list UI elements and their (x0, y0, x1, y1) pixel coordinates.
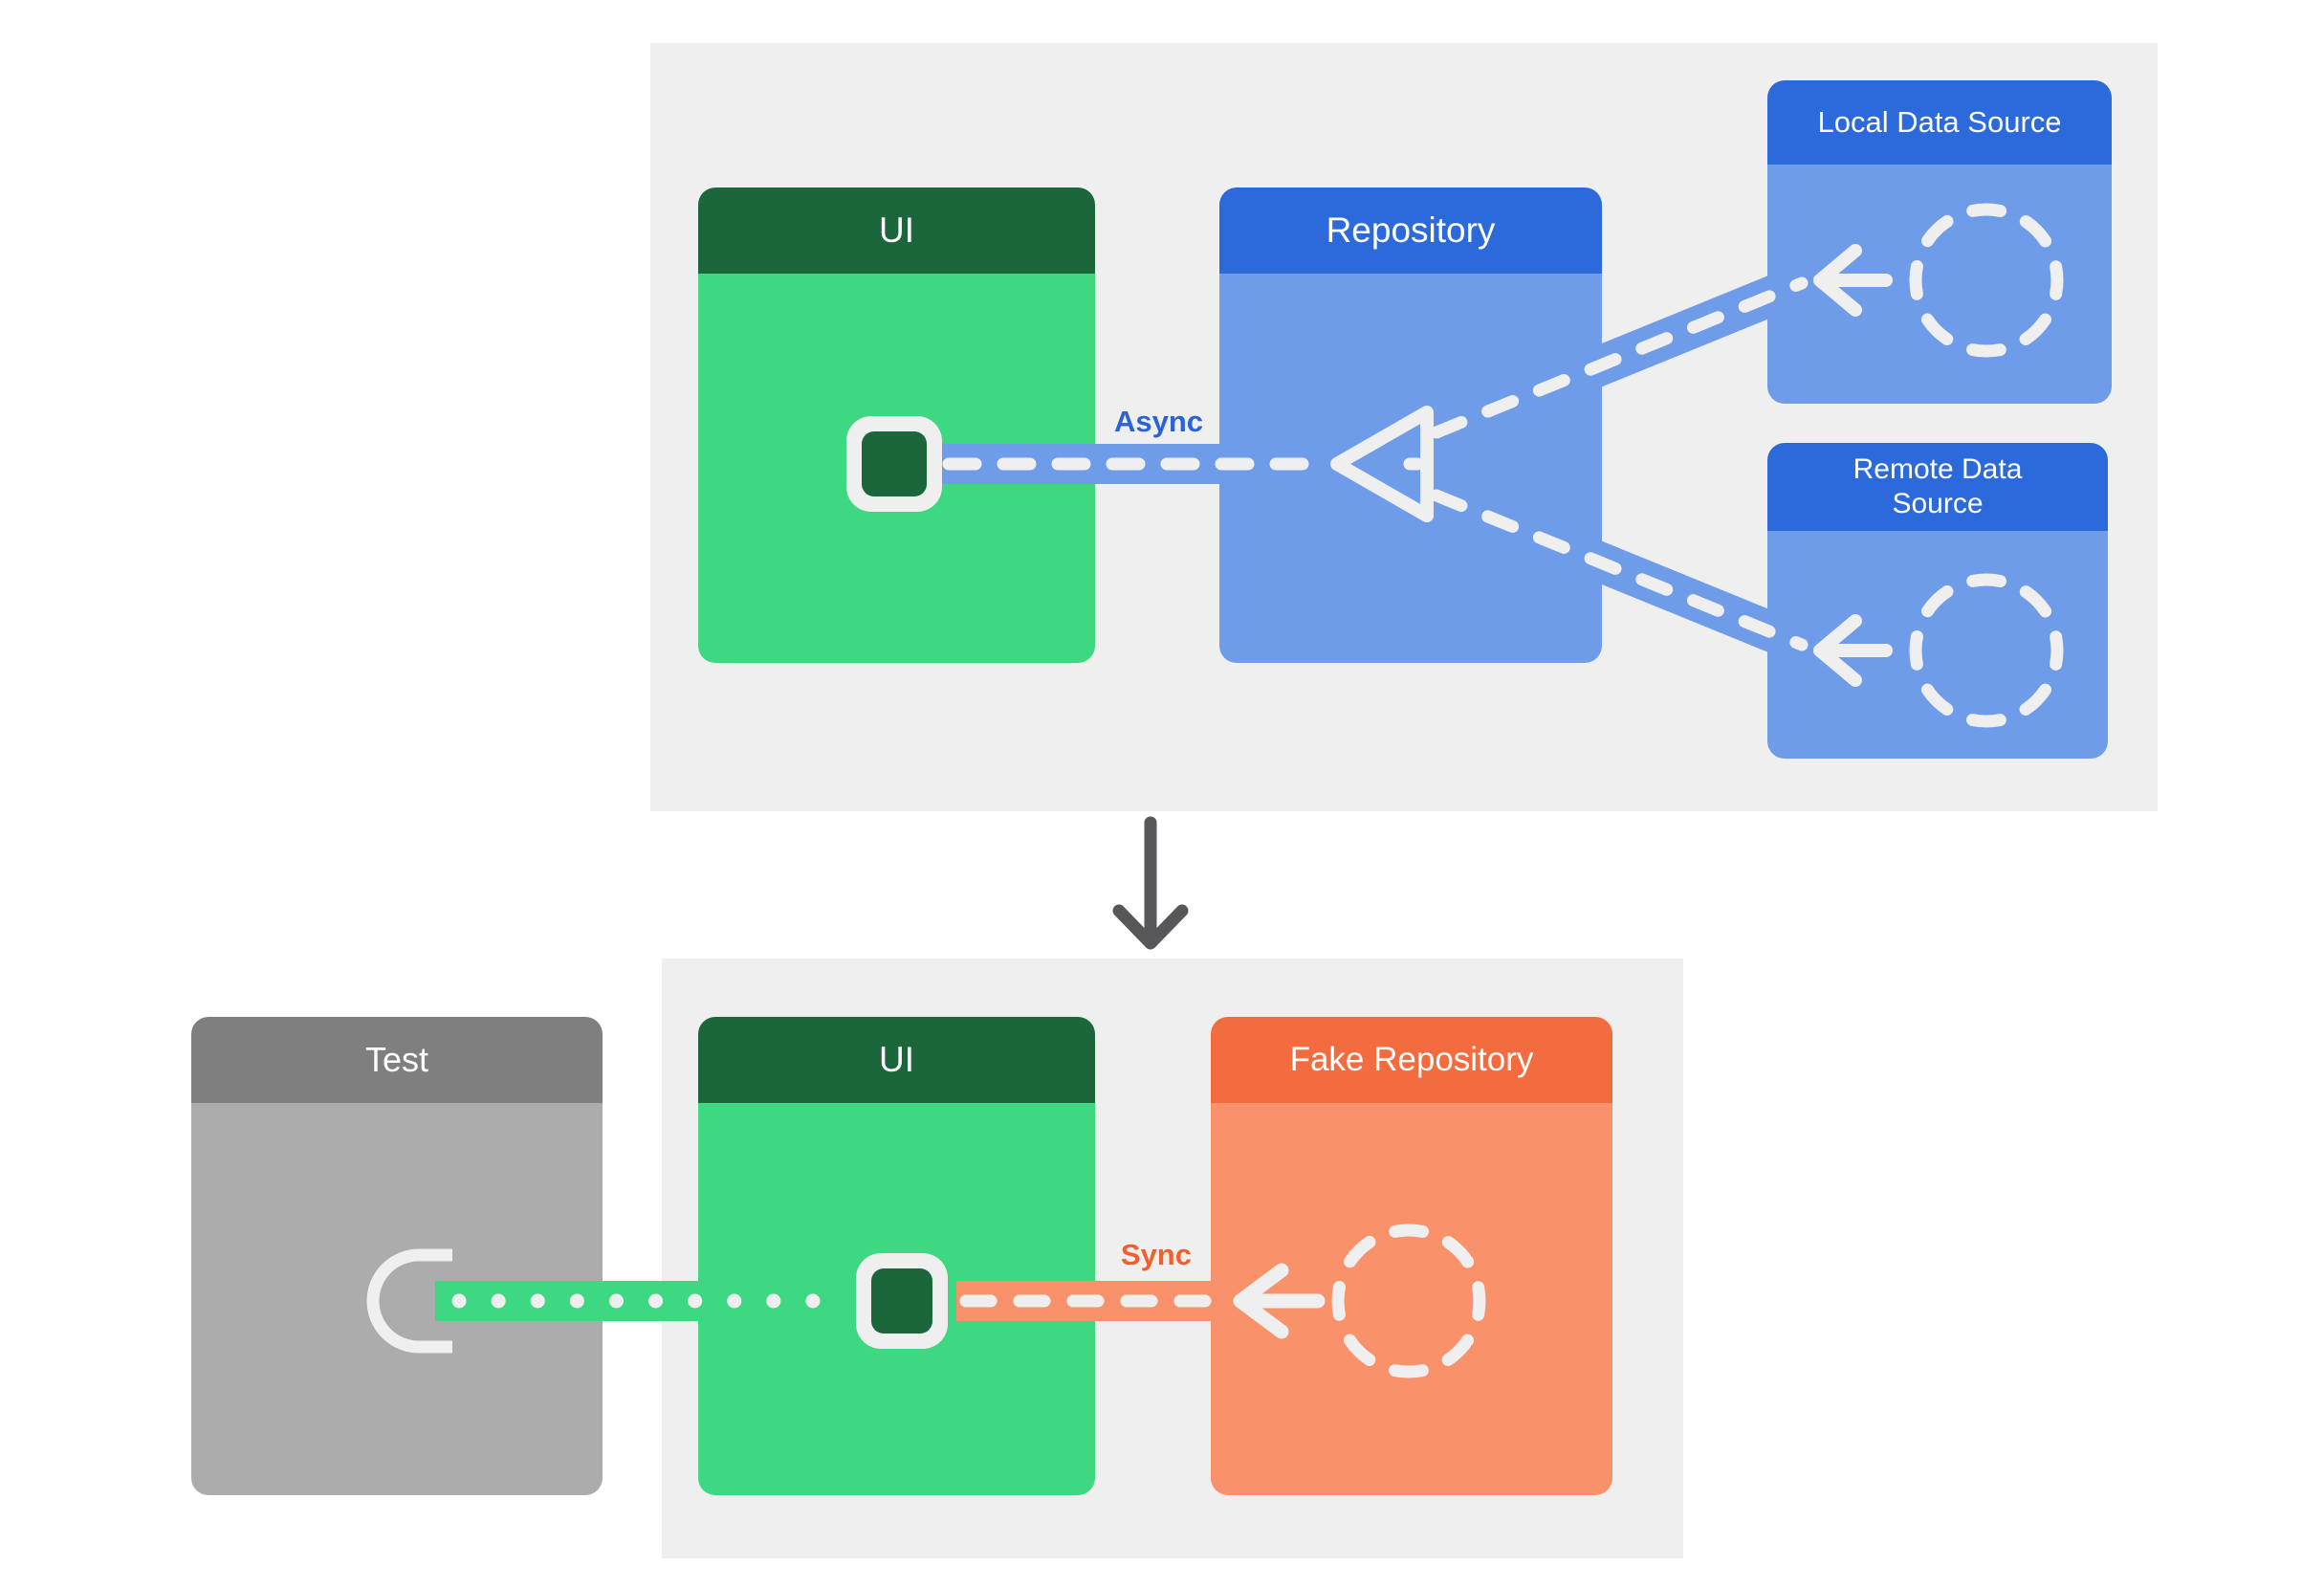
repository-box-title: Repository (1326, 210, 1496, 250)
fake-repository-title: Fake Repository (1289, 1041, 1534, 1078)
fake-repository-placeholder-circle-icon (1331, 1223, 1486, 1378)
ui-to-test-connector (435, 1281, 859, 1321)
ui-component-chip-top-fill (862, 431, 927, 496)
remote-source-arrow-icon (1813, 614, 1893, 687)
ui-component-chip-bottom (856, 1253, 948, 1349)
down-arrow-icon (1112, 816, 1189, 950)
test-socket-icon (366, 1248, 452, 1354)
local-source-placeholder-circle-icon (1909, 203, 2064, 358)
local-data-source-title: Local Data Source (1817, 105, 2062, 139)
ui-box-bottom-title: UI (879, 1040, 914, 1079)
test-box-title: Test (364, 1040, 429, 1079)
sync-connector (956, 1281, 1243, 1321)
ui-component-chip-top (846, 416, 942, 512)
ui-component-chip-bottom-fill (871, 1268, 932, 1334)
fake-repository-arrow-icon (1233, 1263, 1326, 1339)
repository-inlet-triangle-icon (1330, 406, 1434, 522)
local-source-arrow-icon (1813, 244, 1893, 317)
sync-label: Sync (1120, 1238, 1192, 1271)
async-label: Async (1113, 405, 1203, 438)
ui-box-top-title: UI (879, 210, 914, 250)
remote-data-source-title: Remote Data Source (1853, 453, 2023, 519)
async-connector (942, 260, 1820, 668)
remote-source-placeholder-circle-icon (1909, 573, 2064, 728)
